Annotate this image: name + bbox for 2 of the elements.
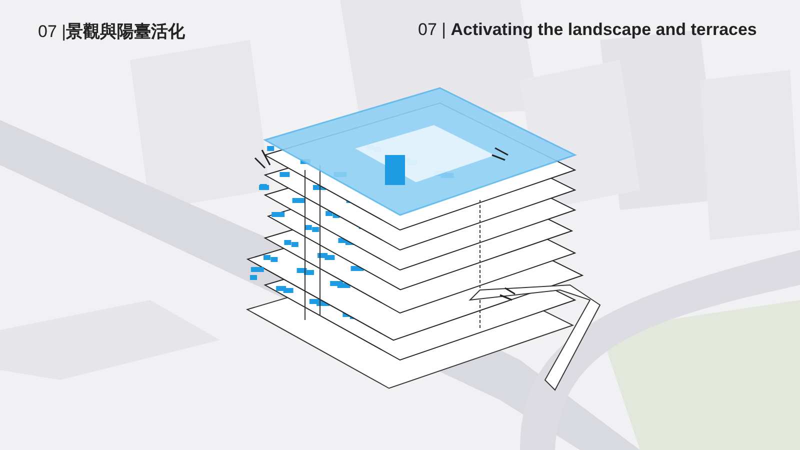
title-chinese: 07 |景觀與陽臺活化 [38,21,186,43]
title-english: 07 | Activating the landscape and terraces [418,20,757,40]
